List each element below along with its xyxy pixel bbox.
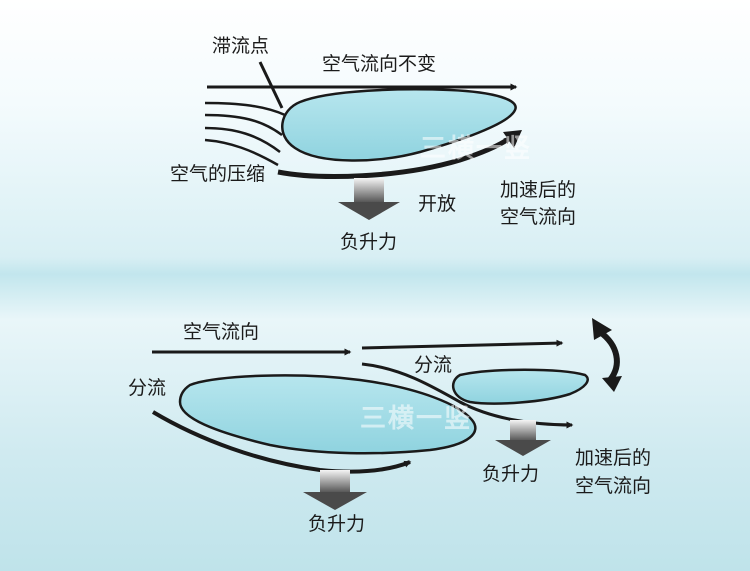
top-downforce-arrow xyxy=(338,178,400,220)
bottom-airflow-arrow-2 xyxy=(361,339,564,350)
bottom-split-label-left: 分流 xyxy=(128,377,167,399)
watermark-top: 三横一竖 xyxy=(420,134,533,164)
bottom-accel-label-2: 空气流向 xyxy=(575,475,652,497)
bottom-split-label-right: 分流 xyxy=(414,354,453,376)
bottom-downforce-label-left: 负升力 xyxy=(308,513,366,535)
bottom-downforce-label-right: 负升力 xyxy=(482,463,540,485)
bottom-flap-wing xyxy=(451,368,589,405)
stagnation-point-label: 滞流点 xyxy=(212,35,270,57)
top-accel-flow-arrow xyxy=(277,135,512,179)
stagnation-pointer xyxy=(258,61,284,109)
watermark-bottom: 三横一竖 xyxy=(360,404,473,434)
curved-double-arrow-icon xyxy=(592,318,622,392)
top-accel-label-1: 加速后的 xyxy=(500,179,577,201)
bottom-main-wing xyxy=(178,374,477,455)
open-label: 开放 xyxy=(418,193,457,215)
bottom-lower-flow xyxy=(151,410,412,474)
top-downforce-label: 负升力 xyxy=(340,231,398,253)
top-accel-label-2: 空气流向 xyxy=(500,206,577,228)
top-wing xyxy=(281,88,517,162)
bottom-downforce-arrow-left xyxy=(303,470,367,510)
bottom-accel-label-1: 加速后的 xyxy=(575,447,652,469)
top-compression-lines xyxy=(204,101,286,167)
bottom-downforce-arrow-right xyxy=(495,420,551,456)
top-airflow-label: 空气流向不变 xyxy=(322,53,437,75)
bottom-airflow-label: 空气流向 xyxy=(183,321,260,343)
compression-label: 空气的压缩 xyxy=(170,163,266,185)
